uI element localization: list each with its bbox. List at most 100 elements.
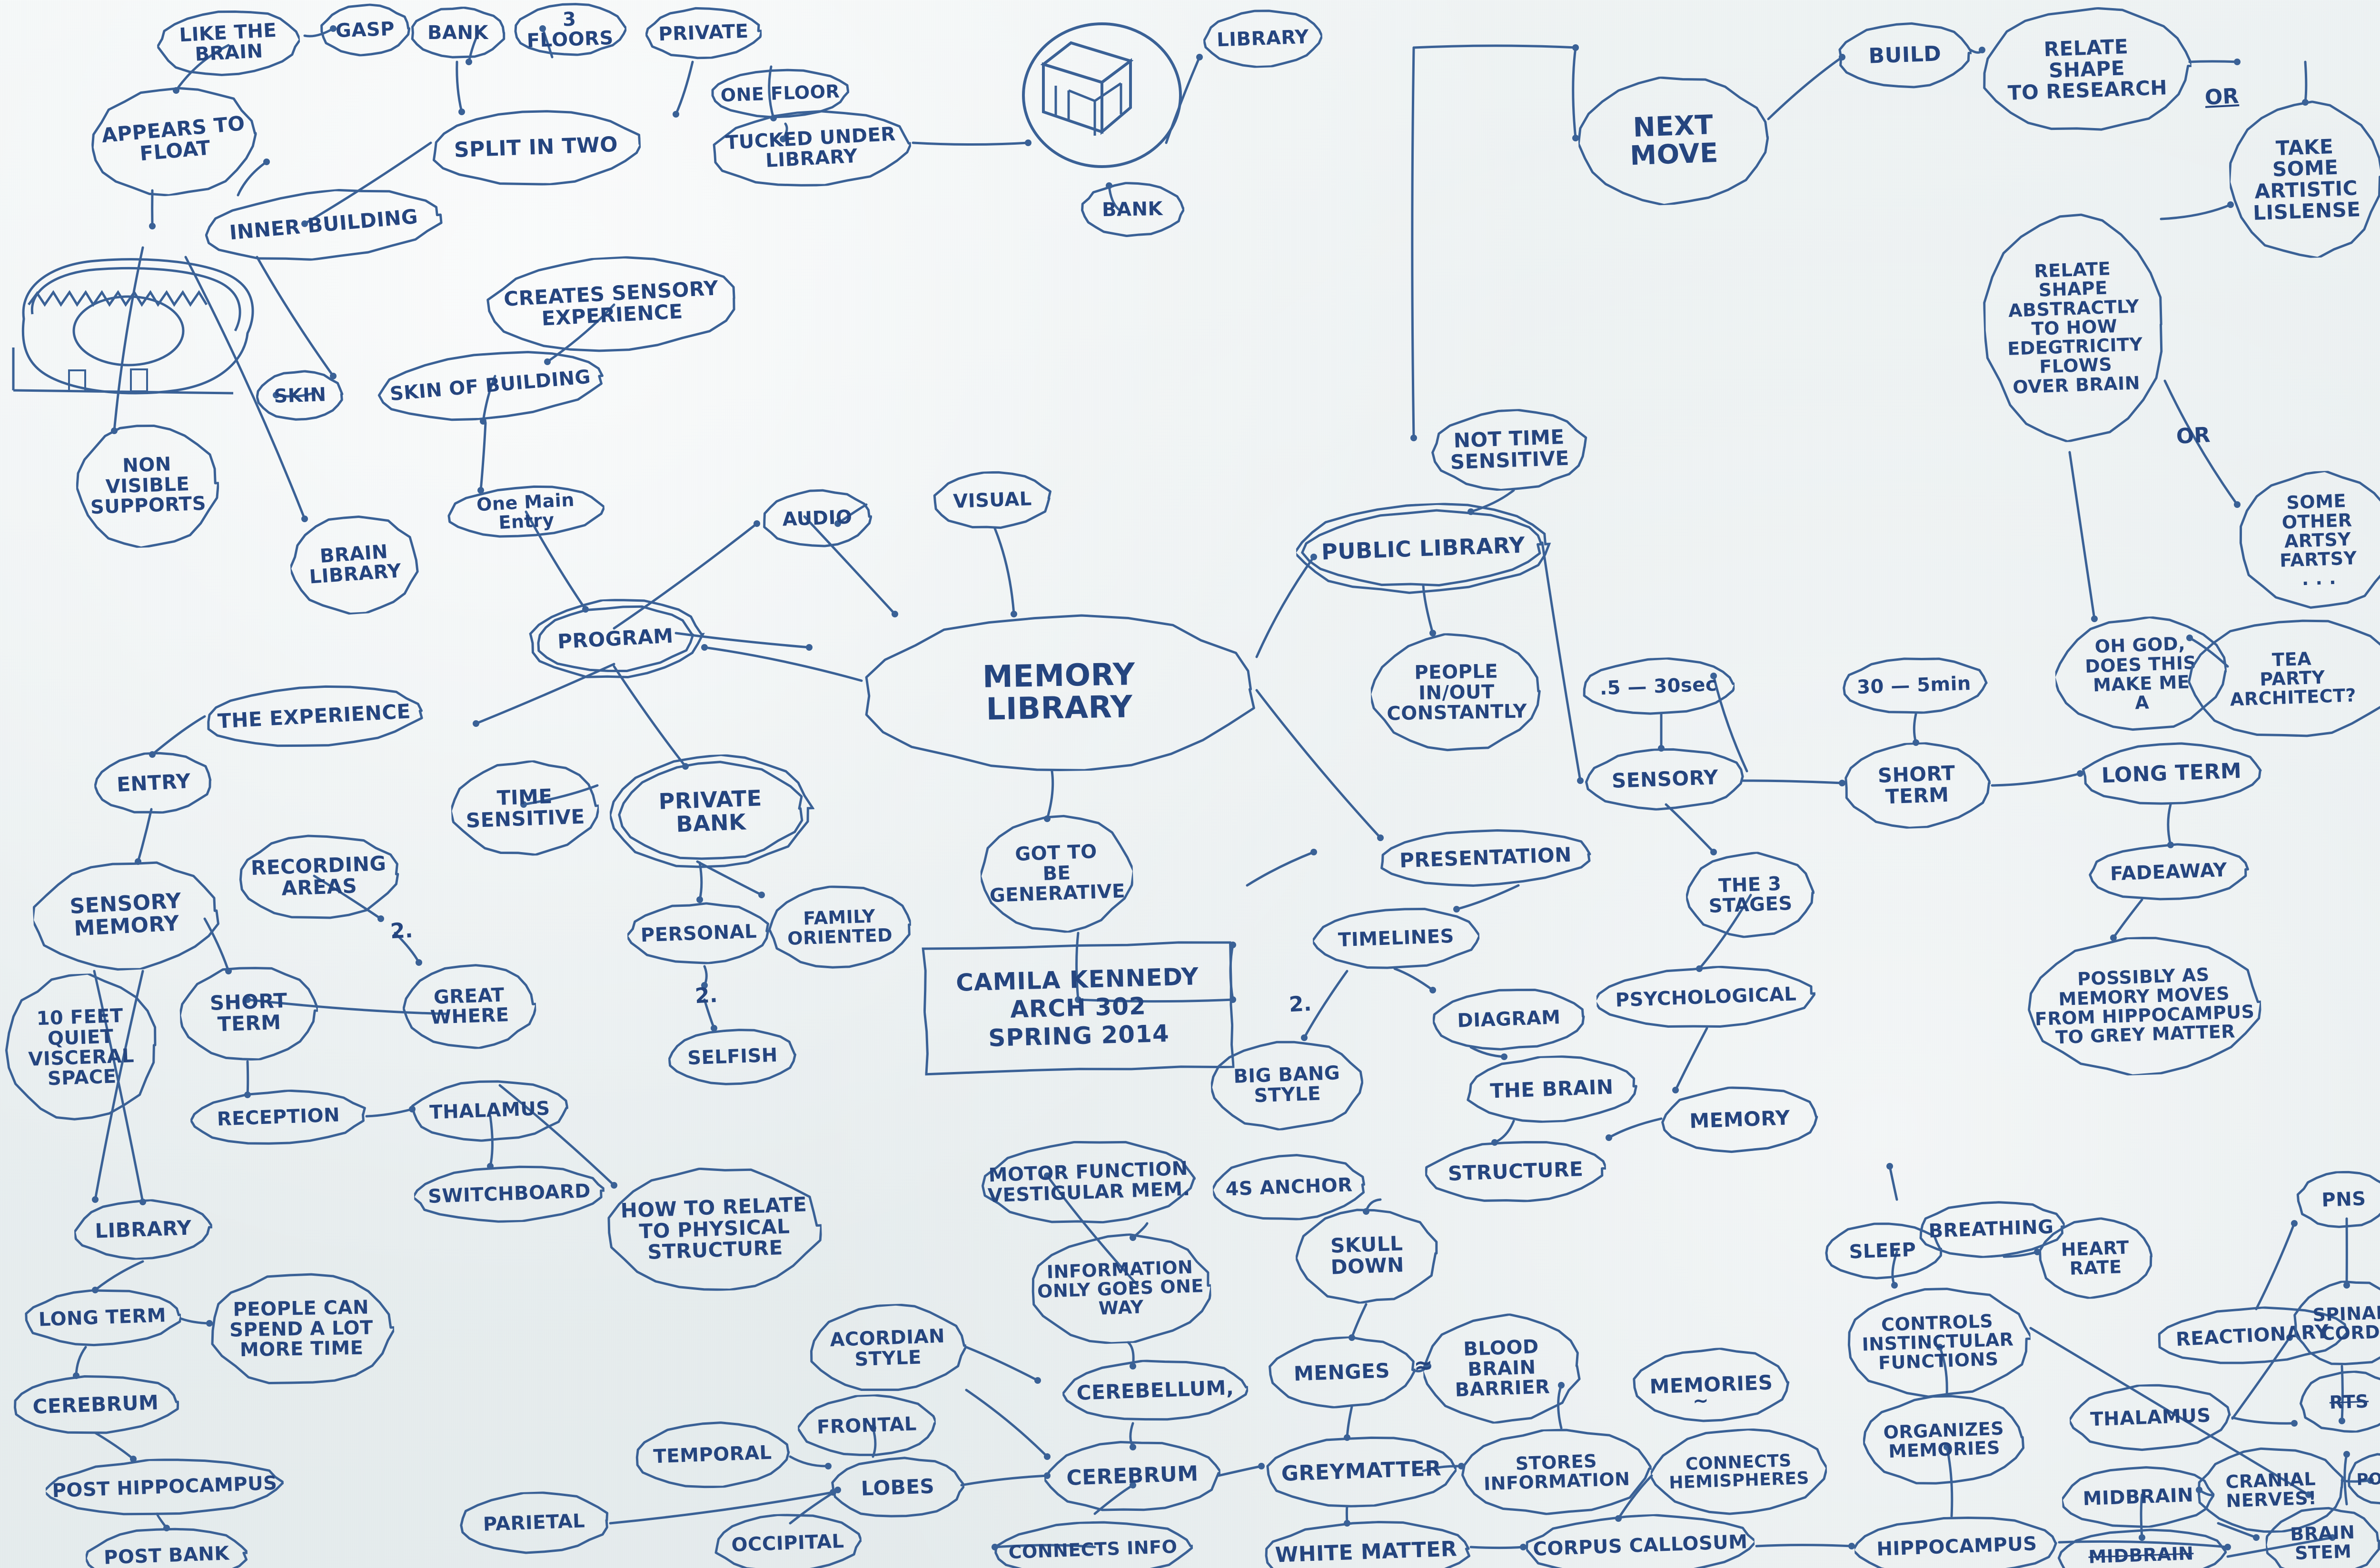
node-sensory_memory[interactable]: SENSORY MEMORY bbox=[30, 856, 222, 975]
node-breathing[interactable]: BREATHING bbox=[1916, 1198, 2066, 1260]
node-short_term_left[interactable]: SHORT TERM bbox=[178, 963, 320, 1063]
node-thalamus_right[interactable]: THALAMUS bbox=[2068, 1381, 2233, 1454]
node-presentation[interactable]: PRESENTATION bbox=[1378, 825, 1594, 890]
node-private_bank[interactable]: PRIVATE BANK bbox=[609, 754, 815, 868]
node-connects_info[interactable]: CONNECTS INFO bbox=[992, 1518, 1194, 1568]
node-three_floors[interactable]: 3 FLOORS bbox=[512, 1, 627, 58]
node-visual[interactable]: VISUAL bbox=[932, 469, 1053, 532]
node-thalamus_left[interactable]: THALAMUS bbox=[410, 1077, 569, 1144]
node-build[interactable]: BUILD bbox=[1837, 20, 1973, 91]
node-info_one_way[interactable]: INFORMATION ONLY GOES ONE WAY bbox=[1028, 1231, 1213, 1346]
node-skin_of_building[interactable]: SKIN OF BUILDING bbox=[374, 342, 607, 428]
node-pns[interactable]: PNS bbox=[2295, 1170, 2380, 1230]
node-parietal[interactable]: PARIETAL bbox=[457, 1489, 611, 1556]
node-tucked_under_library[interactable]: TUCKED UNDER LIBRARY bbox=[709, 105, 913, 192]
node-brain_stem[interactable]: BRAIN STEM bbox=[2264, 1505, 2380, 1568]
node-the_brain[interactable]: THE BRAIN bbox=[1465, 1053, 1639, 1125]
node-acordian_style[interactable]: ACORDIAN STYLE bbox=[808, 1301, 968, 1395]
node-bank_cube[interactable]: BANK bbox=[1080, 181, 1185, 238]
node-non_visible_supports[interactable]: NON VISIBLE SUPPORTS bbox=[74, 421, 221, 550]
node-pons[interactable]: PONS bbox=[2346, 1451, 2380, 1506]
node-controls_instinct[interactable]: CONTROLS INSTINCTULAR FUNCTIONS bbox=[1843, 1284, 2033, 1399]
node-great_where[interactable]: GREAT WHERE bbox=[401, 961, 538, 1052]
node-public_library[interactable]: PUBLIC LIBRARY bbox=[1294, 502, 1551, 594]
node-got_to_be_generative[interactable]: GOT TO BE GENERATIVE bbox=[979, 811, 1135, 935]
node-diagram[interactable]: DIAGRAM bbox=[1432, 985, 1586, 1052]
node-possibly_as_memory[interactable]: POSSIBLY AS MEMORY MOVES FROM HIPPOCAMPU… bbox=[2025, 933, 2263, 1079]
node-one_main_entry[interactable]: One Main Entry bbox=[446, 481, 606, 542]
node-private_top[interactable]: PRIVATE bbox=[645, 5, 763, 61]
node-midbrain_struck[interactable]: MIDBRAIN bbox=[2054, 1526, 2228, 1568]
node-psychological[interactable]: PSYCHOLOGICAL bbox=[1595, 963, 1816, 1032]
node-long_term_left[interactable]: LONG TERM bbox=[23, 1286, 182, 1349]
node-spinal_cord[interactable]: SPINAL CORD bbox=[2292, 1279, 2380, 1368]
node-cranial_nerves[interactable]: CRANIAL NERVES! bbox=[2196, 1445, 2346, 1536]
node-hippocampus[interactable]: HIPPOCAMPUS bbox=[1853, 1513, 2060, 1568]
node-timelines[interactable]: TIMELINES bbox=[1311, 904, 1481, 972]
node-next_move[interactable]: NEXT MOVE bbox=[1576, 73, 1771, 208]
node-temporal[interactable]: TEMPORAL bbox=[633, 1419, 793, 1490]
node-library_left[interactable]: LIBRARY bbox=[73, 1197, 214, 1262]
node-skull_down[interactable]: SKULL DOWN bbox=[1294, 1206, 1440, 1306]
node-as_anchor[interactable]: 4S ANCHOR bbox=[1211, 1151, 1367, 1223]
node-memories[interactable]: MEMORIES bbox=[1631, 1345, 1791, 1424]
node-the_experience[interactable]: THE EXPERIENCE bbox=[203, 680, 425, 753]
node-entry[interactable]: ENTRY bbox=[93, 749, 215, 817]
node-post_bank[interactable]: POST BANK bbox=[85, 1524, 248, 1568]
node-the_3_stages[interactable]: THE 3 STAGES bbox=[1685, 850, 1816, 940]
node-program[interactable]: PROGRAM bbox=[529, 599, 705, 679]
node-family_oriented[interactable]: FAMILY ORIENTED bbox=[767, 883, 912, 971]
node-brain_library[interactable]: BRAIN LIBRARY bbox=[287, 510, 422, 618]
node-inner_building[interactable]: INNER BUILDING bbox=[202, 180, 446, 269]
node-big_bang_style[interactable]: BIG BANG STYLE bbox=[1210, 1037, 1365, 1132]
node-long_term_right[interactable]: LONG TERM bbox=[2080, 739, 2263, 807]
node-memory_library[interactable]: MEMORY LIBRARY bbox=[860, 611, 1258, 774]
node-motor_function[interactable]: MOTOR FUNCTION VESTIGULAR MEM. bbox=[980, 1137, 1197, 1228]
node-like_the_brain[interactable]: LIKE THE BRAIN bbox=[156, 6, 302, 80]
node-skin[interactable]: SKIN bbox=[255, 369, 345, 422]
node-memory_right[interactable]: MEMORY bbox=[1660, 1083, 1820, 1155]
node-menges[interactable]: MENGES bbox=[1267, 1334, 1417, 1411]
node-short_term_right[interactable]: SHORT TERM bbox=[1842, 740, 1992, 831]
node-rts[interactable]: RTS bbox=[2298, 1369, 2380, 1434]
node-split_in_two[interactable]: SPLIT IN TWO bbox=[430, 106, 642, 189]
node-recording_areas[interactable]: RECORDING AREAS bbox=[237, 831, 401, 923]
node-white_matter[interactable]: WHITE MATTER bbox=[1260, 1518, 1472, 1568]
node-lobes[interactable]: LOBES bbox=[830, 1454, 966, 1521]
node-tea_party[interactable]: TEA PARTY ARCHITECT? bbox=[2186, 615, 2380, 741]
node-some_other_artsy[interactable]: SOME OTHER ARTSY FARTSY . . . bbox=[2237, 468, 2380, 612]
node-occipital[interactable]: OCCIPITAL bbox=[713, 1511, 863, 1568]
node-time_sensitive[interactable]: TIME SENSITIVE bbox=[449, 758, 601, 859]
node-blood_brain_barrier[interactable]: BLOOD BRAIN BARRIER bbox=[1421, 1311, 1582, 1426]
node-people_spend[interactable]: PEOPLE CAN SPEND A LOT MORE TIME bbox=[208, 1270, 396, 1388]
node-sensory_right[interactable]: SENSORY bbox=[1583, 745, 1747, 813]
node-library_top[interactable]: LIBRARY bbox=[1202, 8, 1324, 70]
node-heart_rate[interactable]: HEART RATE bbox=[2037, 1216, 2154, 1300]
node-thirty_five_min[interactable]: 30 — 5min bbox=[1839, 655, 1989, 717]
node-take_some_artistic[interactable]: TAKE SOME ARTISTIC LISLENSE bbox=[2227, 99, 2380, 261]
node-midbrain_right[interactable]: MIDBRAIN bbox=[2061, 1463, 2216, 1530]
node-bank_top[interactable]: BANK bbox=[410, 7, 506, 59]
node-appears_to_float[interactable]: APPEARS TO FLOAT bbox=[87, 79, 262, 202]
node-selfish[interactable]: SELFISH bbox=[667, 1026, 798, 1087]
node-ten_feet[interactable]: 10 FEET QUIET VISCERAL SPACE bbox=[2, 972, 160, 1124]
node-people_in_out[interactable]: PEOPLE IN/OUT CONSTANTLY bbox=[1369, 632, 1543, 754]
node-cerebellum[interactable]: CEREBELLUM, bbox=[1061, 1356, 1250, 1425]
node-structure[interactable]: STRUCTURE bbox=[1424, 1137, 1607, 1205]
node-reception[interactable]: RECEPTION bbox=[189, 1087, 367, 1148]
node-stores_information[interactable]: STORES INFORMATION bbox=[1460, 1426, 1653, 1518]
node-one_floor[interactable]: ONE FLOOR bbox=[710, 66, 850, 120]
node-organizes_memories[interactable]: ORGANIZES MEMORIES bbox=[1862, 1392, 2026, 1488]
node-frontal[interactable]: FRONTAL bbox=[796, 1392, 937, 1459]
node-audio[interactable]: AUDIO bbox=[762, 487, 873, 549]
node-how_to_relate[interactable]: HOW TO RELATE TO PHYSICAL STRUCTURE bbox=[605, 1163, 824, 1295]
node-relate_shape_abstract[interactable]: RELATE SHAPE ABSTRACTLY TO HOW EDEGTRICI… bbox=[1980, 210, 2169, 445]
node-switchboard[interactable]: SWITCHBOARD bbox=[413, 1162, 605, 1226]
node-five_thirty_sec[interactable]: .5 — 30sec bbox=[1581, 655, 1735, 717]
node-corpus_callosum[interactable]: CORPUS CALLOSUM bbox=[1525, 1511, 1756, 1568]
node-cerebrum_left[interactable]: CEREBRUM bbox=[11, 1372, 180, 1438]
node-personal[interactable]: PERSONAL bbox=[626, 900, 771, 967]
node-creates_sensory_exp[interactable]: CREATES SENSORY EXPERIENCE bbox=[483, 250, 740, 358]
node-oh_god[interactable]: OH GOD, DOES THIS MAKE ME A bbox=[2053, 614, 2229, 734]
node-greymatter[interactable]: GREYMATTER bbox=[1265, 1432, 1458, 1510]
